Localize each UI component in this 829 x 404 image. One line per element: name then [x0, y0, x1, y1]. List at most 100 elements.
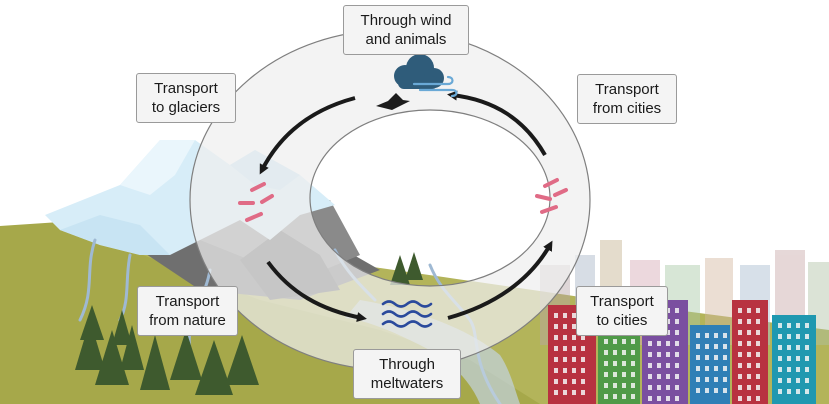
building-window: [787, 345, 791, 350]
building-window: [723, 344, 727, 349]
cloud-wind-icon: [394, 54, 458, 98]
building-window: [613, 383, 617, 388]
building-window: [604, 383, 608, 388]
building-window: [756, 363, 760, 368]
building-window: [723, 388, 727, 393]
building-window: [675, 319, 679, 324]
building-window: [696, 388, 700, 393]
building-window: [723, 377, 727, 382]
building-window: [787, 356, 791, 361]
building-window: [554, 357, 558, 362]
building-window: [631, 383, 635, 388]
building-window: [581, 357, 585, 362]
building-window: [796, 367, 800, 372]
building-window: [796, 356, 800, 361]
building-window: [675, 396, 679, 401]
building-window: [723, 355, 727, 360]
building-window: [756, 396, 760, 401]
building-window: [778, 367, 782, 372]
building-window: [756, 385, 760, 390]
bacteria-cluster-cities: [535, 178, 568, 214]
label-transport-to-glaciers: Transport to glaciers: [136, 73, 236, 123]
forest: [75, 252, 423, 395]
building-window: [666, 352, 670, 357]
building-window: [572, 335, 576, 340]
building-window: [756, 374, 760, 379]
arrow-to-glaciers: [259, 96, 356, 175]
building-window: [572, 368, 576, 373]
building-window: [631, 394, 635, 399]
building-window: [787, 378, 791, 383]
building-window: [705, 388, 709, 393]
building-window: [657, 363, 661, 368]
building-window: [796, 378, 800, 383]
building-window: [648, 374, 652, 379]
circulation-ring: [189, 29, 591, 371]
building-window: [572, 346, 576, 351]
building-window: [572, 313, 576, 318]
arrow-from-cities: [447, 90, 547, 156]
bacteria-cluster-glacier: [238, 182, 274, 222]
building-window: [787, 389, 791, 394]
arrow-to-cities: [447, 240, 553, 320]
building-window: [622, 350, 626, 355]
building-window: [604, 394, 608, 399]
building-window: [796, 389, 800, 394]
building-window: [666, 330, 670, 335]
building-window: [613, 339, 617, 344]
building-window: [554, 379, 558, 384]
building-window: [581, 390, 585, 395]
building-window: [563, 346, 567, 351]
building-window: [554, 346, 558, 351]
building-window: [581, 368, 585, 373]
building-window: [738, 308, 742, 313]
building-window: [778, 356, 782, 361]
label-through-meltwaters: Through meltwaters: [353, 349, 461, 399]
label-transport-from-nature: Transport from nature: [137, 286, 238, 336]
building-window: [666, 341, 670, 346]
building-window: [675, 341, 679, 346]
building-window: [622, 383, 626, 388]
building-window: [787, 334, 791, 339]
building-window: [705, 355, 709, 360]
building-window: [787, 367, 791, 372]
building-window: [666, 308, 670, 313]
building-window: [796, 323, 800, 328]
building-window: [747, 319, 751, 324]
building-window: [563, 313, 567, 318]
building-window: [563, 324, 567, 329]
building-window: [723, 333, 727, 338]
building-window: [604, 361, 608, 366]
building-window: [666, 363, 670, 368]
building-window: [714, 377, 718, 382]
building-window: [778, 378, 782, 383]
building-window: [756, 319, 760, 324]
building-window: [554, 368, 558, 373]
building-window: [738, 374, 742, 379]
building-window: [675, 385, 679, 390]
building-window: [778, 323, 782, 328]
label-transport-from-cities: Transport from cities: [577, 74, 677, 124]
building-window: [572, 357, 576, 362]
building-window: [631, 372, 635, 377]
building-window: [696, 377, 700, 382]
building-window: [705, 344, 709, 349]
building-window: [563, 390, 567, 395]
cycle-arrows: [259, 90, 553, 322]
building-window: [554, 335, 558, 340]
building-window: [756, 341, 760, 346]
building-window: [778, 389, 782, 394]
building-window: [714, 333, 718, 338]
building-window: [723, 366, 727, 371]
building-window: [657, 341, 661, 346]
building-window: [738, 363, 742, 368]
building-window: [613, 361, 617, 366]
building-window: [648, 352, 652, 357]
building-window: [756, 330, 760, 335]
building-window: [666, 396, 670, 401]
building-window: [675, 330, 679, 335]
building-window: [796, 334, 800, 339]
building-window: [675, 352, 679, 357]
